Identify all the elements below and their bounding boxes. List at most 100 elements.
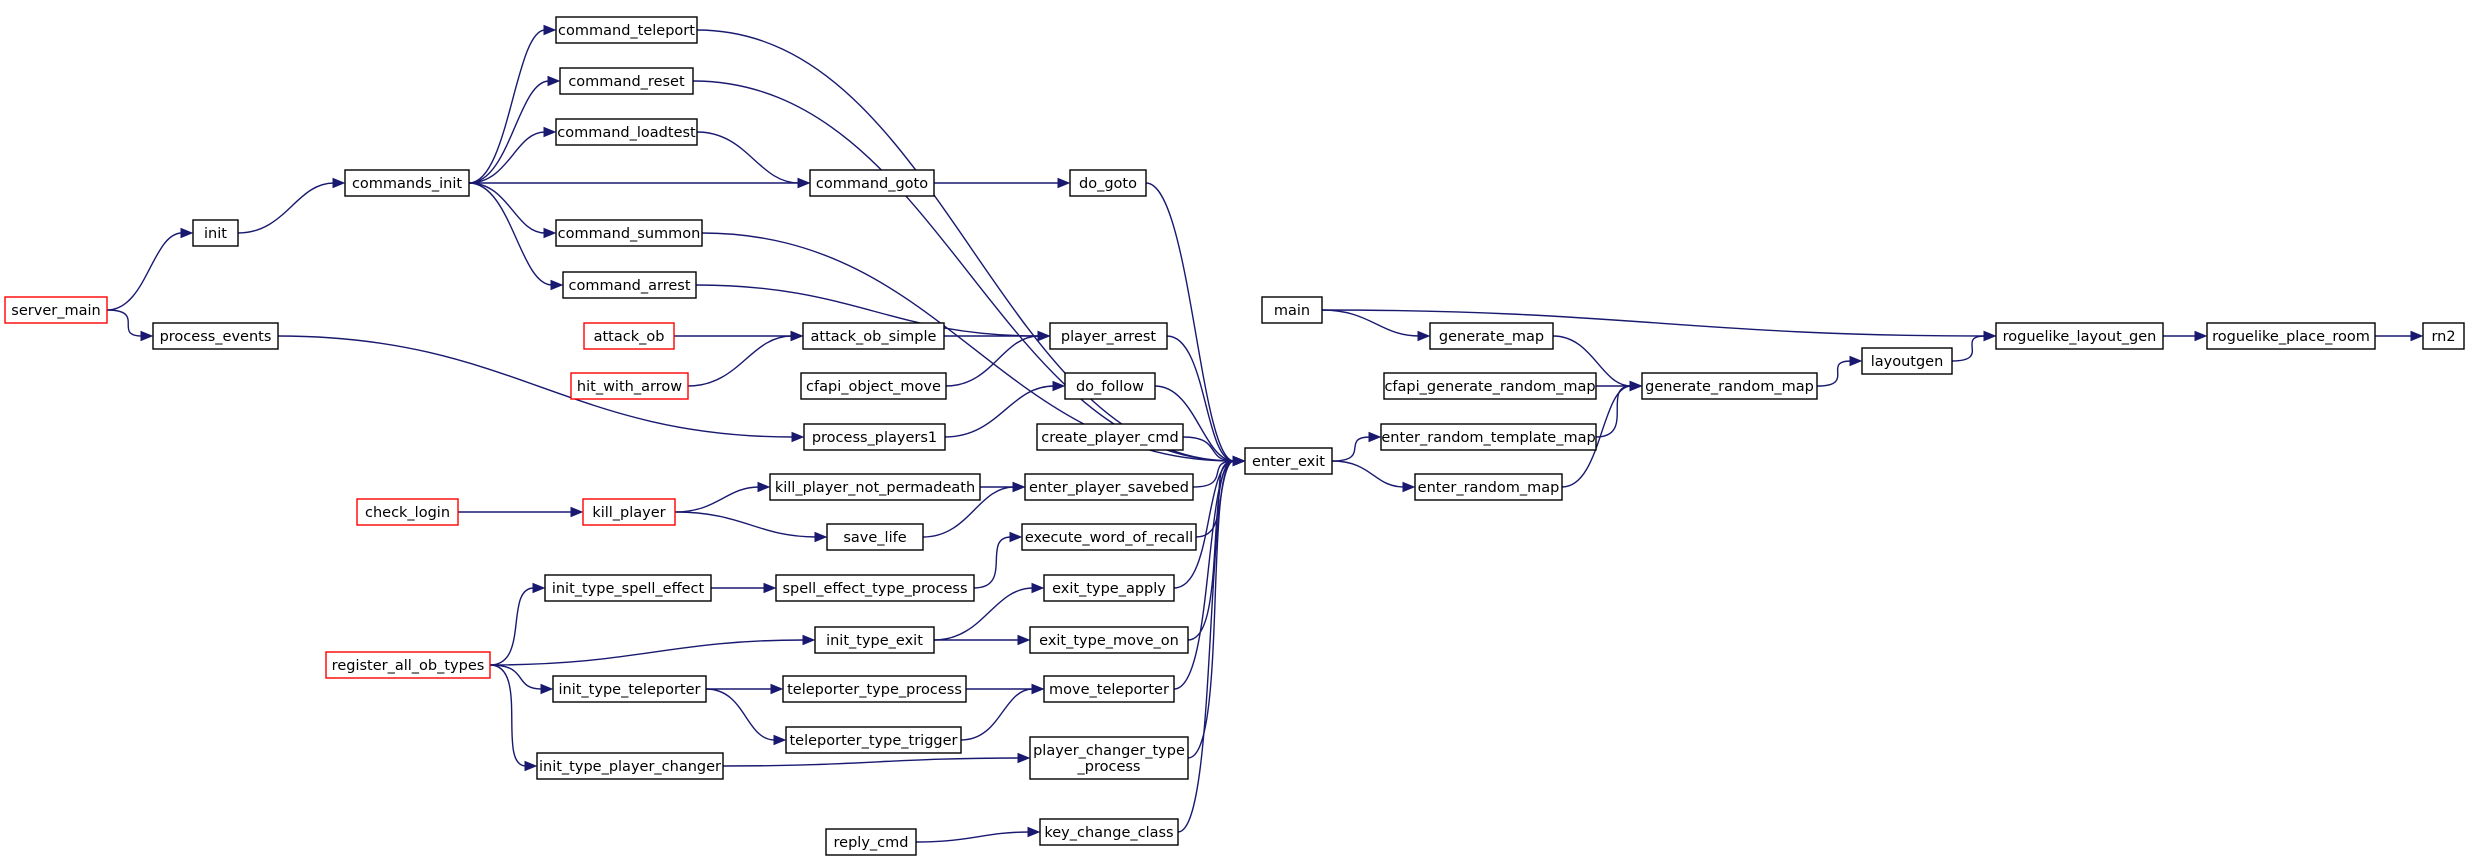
node-box-create-player-cmd[interactable] — [1036, 423, 1184, 451]
node-init-type-teleporter[interactable]: init_type_teleporter — [552, 675, 707, 703]
node-command-arrest[interactable]: command_arrest — [562, 271, 697, 299]
node-process-players1[interactable]: process_players1 — [803, 423, 946, 451]
node-box-key-change-class[interactable] — [1039, 818, 1179, 846]
node-box-process-players1[interactable] — [803, 423, 946, 451]
node-save-life[interactable]: save_life — [826, 523, 924, 551]
node-roguelike-place-room[interactable]: roguelike_place_room — [2206, 322, 2376, 350]
node-box-reply-cmd[interactable] — [825, 828, 917, 856]
node-box-init-type-exit[interactable] — [814, 626, 935, 654]
node-box-player-arrest[interactable] — [1049, 322, 1168, 350]
node-box-do-goto[interactable] — [1069, 169, 1147, 197]
node-box-check-login[interactable] — [356, 498, 459, 526]
node-box-roguelike-place-room[interactable] — [2206, 322, 2376, 350]
node-command-loadtest[interactable]: command_loadtest — [555, 118, 698, 146]
node-enter-exit[interactable]: enter_exit — [1244, 447, 1333, 475]
node-do-goto[interactable]: do_goto — [1069, 169, 1147, 197]
node-move-teleporter[interactable]: move_teleporter — [1043, 675, 1175, 703]
node-box-command-summon[interactable] — [555, 219, 703, 247]
node-box-commands-init[interactable] — [344, 169, 470, 197]
node-box-kill-player[interactable] — [582, 498, 676, 526]
node-box-command-loadtest[interactable] — [555, 118, 698, 146]
node-box-hit-with-arrow[interactable] — [570, 372, 689, 400]
node-cfapi-generate-random-map[interactable]: cfapi_generate_random_map — [1383, 372, 1597, 400]
node-box-generate-map[interactable] — [1429, 322, 1554, 350]
node-box-move-teleporter[interactable] — [1043, 675, 1175, 703]
node-enter-random-map[interactable]: enter_random_map — [1414, 473, 1563, 501]
node-box-roguelike-layout-gen[interactable] — [1995, 322, 2164, 350]
node-command-goto[interactable]: command_goto — [809, 169, 935, 197]
node-box-cfapi-object-move[interactable] — [800, 372, 947, 400]
node-kill-player-not-permadeath[interactable]: kill_player_not_permadeath — [769, 473, 981, 501]
node-enter-player-savebed[interactable]: enter_player_savebed — [1024, 473, 1194, 501]
node-box-teleporter-type-process[interactable] — [782, 675, 967, 703]
node-teleporter-type-process[interactable]: teleporter_type_process — [782, 675, 967, 703]
node-box-init-type-spell-effect[interactable] — [544, 574, 712, 602]
node-attack-ob[interactable]: attack_ob — [583, 322, 675, 350]
node-teleporter-type-trigger[interactable]: teleporter_type_trigger — [785, 726, 962, 754]
node-server-main[interactable]: server_main — [4, 296, 108, 324]
node-box-register-all-ob-types[interactable] — [325, 651, 491, 679]
node-command-reset[interactable]: command_reset — [559, 67, 694, 95]
node-roguelike-layout-gen[interactable]: roguelike_layout_gen — [1995, 322, 2164, 350]
node-do-follow[interactable]: do_follow — [1064, 372, 1156, 400]
node-check-login[interactable]: check_login — [356, 498, 459, 526]
node-hit-with-arrow[interactable]: hit_with_arrow — [570, 372, 689, 400]
node-generate-random-map[interactable]: generate_random_map — [1641, 372, 1818, 400]
node-create-player-cmd[interactable]: create_player_cmd — [1036, 423, 1184, 451]
node-exit-type-move-on[interactable]: exit_type_move_on — [1029, 626, 1189, 654]
node-box-server-main[interactable] — [4, 296, 108, 324]
node-register-all-ob-types[interactable]: register_all_ob_types — [325, 651, 491, 679]
node-box-init[interactable] — [192, 219, 239, 247]
node-attack-ob-simple[interactable]: attack_ob_simple — [802, 322, 945, 350]
node-command-teleport[interactable]: command_teleport — [555, 16, 698, 44]
node-box-command-arrest[interactable] — [562, 271, 697, 299]
node-command-summon[interactable]: command_summon — [555, 219, 703, 247]
node-init-type-exit[interactable]: init_type_exit — [814, 626, 935, 654]
node-box-attack-ob-simple[interactable] — [802, 322, 945, 350]
node-rn2[interactable]: rn2 — [2422, 322, 2465, 350]
node-box-command-teleport[interactable] — [555, 16, 698, 44]
node-player-arrest[interactable]: player_arrest — [1049, 322, 1168, 350]
node-box-init-type-teleporter[interactable] — [552, 675, 707, 703]
node-box-enter-random-map[interactable] — [1414, 473, 1563, 501]
node-box-exit-type-move-on[interactable] — [1029, 626, 1189, 654]
node-box-attack-ob[interactable] — [583, 322, 675, 350]
node-box-generate-random-map[interactable] — [1641, 372, 1818, 400]
node-box-exit-type-apply[interactable] — [1043, 574, 1175, 602]
node-cfapi-object-move[interactable]: cfapi_object_move — [800, 372, 947, 400]
node-box-enter-player-savebed[interactable] — [1024, 473, 1194, 501]
node-box-process-events[interactable] — [152, 322, 279, 350]
node-player-changer-type-process[interactable]: player_changer_type_process — [1029, 736, 1189, 780]
node-box-teleporter-type-trigger[interactable] — [785, 726, 962, 754]
node-box-main[interactable] — [1261, 296, 1323, 324]
node-box-player-changer-type-process[interactable] — [1029, 736, 1189, 780]
node-box-command-reset[interactable] — [559, 67, 694, 95]
node-main[interactable]: main — [1261, 296, 1323, 324]
node-init-type-player-changer[interactable]: init_type_player_changer — [536, 752, 724, 780]
node-box-enter-random-template-map[interactable] — [1380, 423, 1597, 451]
node-exit-type-apply[interactable]: exit_type_apply — [1043, 574, 1175, 602]
node-box-rn2[interactable] — [2422, 322, 2465, 350]
node-box-layoutgen[interactable] — [1861, 347, 1953, 375]
node-execute-word-of-recall[interactable]: execute_word_of_recall — [1021, 523, 1197, 551]
node-init-type-spell-effect[interactable]: init_type_spell_effect — [544, 574, 712, 602]
node-init[interactable]: init — [192, 219, 239, 247]
node-layoutgen[interactable]: layoutgen — [1861, 347, 1953, 375]
node-kill-player[interactable]: kill_player — [582, 498, 676, 526]
node-reply-cmd[interactable]: reply_cmd — [825, 828, 917, 856]
node-commands-init[interactable]: commands_init — [344, 169, 470, 197]
node-generate-map[interactable]: generate_map — [1429, 322, 1554, 350]
node-box-do-follow[interactable] — [1064, 372, 1156, 400]
node-spell-effect-type-process[interactable]: spell_effect_type_process — [775, 574, 975, 602]
node-box-enter-exit[interactable] — [1244, 447, 1333, 475]
node-enter-random-template-map[interactable]: enter_random_template_map — [1380, 423, 1597, 451]
node-box-cfapi-generate-random-map[interactable] — [1383, 372, 1597, 400]
node-box-execute-word-of-recall[interactable] — [1021, 523, 1197, 551]
node-box-command-goto[interactable] — [809, 169, 935, 197]
node-process-events[interactable]: process_events — [152, 322, 279, 350]
node-box-kill-player-not-permadeath[interactable] — [769, 473, 981, 501]
node-key-change-class[interactable]: key_change_class — [1039, 818, 1179, 846]
node-box-spell-effect-type-process[interactable] — [775, 574, 975, 602]
node-box-init-type-player-changer[interactable] — [536, 752, 724, 780]
node-box-save-life[interactable] — [826, 523, 924, 551]
